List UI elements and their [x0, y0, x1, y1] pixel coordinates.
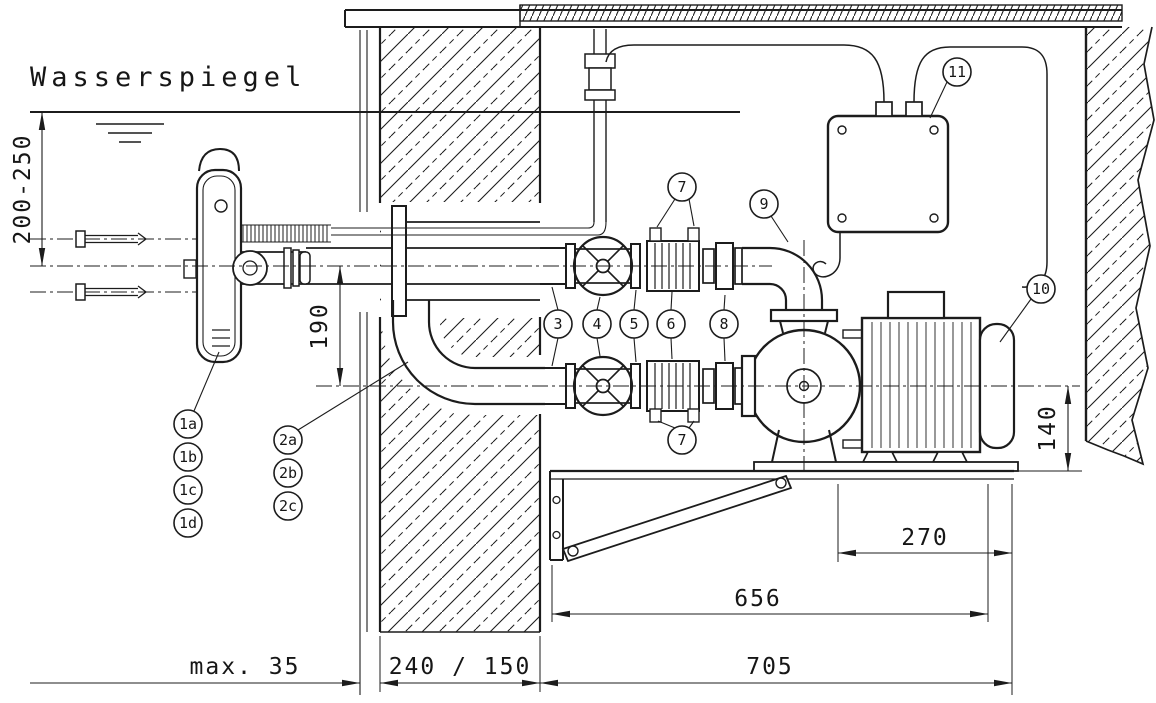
svg-text:10: 10 — [1032, 280, 1050, 298]
ceiling — [344, 4, 1123, 28]
clamp-lug — [649, 408, 662, 423]
callout-6: 6 — [656, 291, 686, 360]
svg-text:1a: 1a — [179, 415, 197, 433]
centerlines — [30, 240, 1080, 472]
dimensions: 200-250 190 140 270 — [10, 112, 1082, 695]
callout-2b: 2b — [273, 458, 303, 488]
svg-text:7: 7 — [677, 178, 686, 196]
svg-text:2a: 2a — [279, 431, 297, 449]
base-console — [549, 469, 1014, 563]
svg-text:2c: 2c — [279, 497, 297, 515]
base-plate — [753, 461, 1019, 472]
dim-text-200-250: 200-250 — [10, 134, 36, 245]
cable-pigtail — [812, 232, 841, 278]
svg-text:7: 7 — [677, 431, 686, 449]
switch-knob — [214, 199, 228, 213]
pressure-pipe-run — [540, 227, 839, 323]
callout-1d: 1d — [173, 508, 203, 538]
water-level: Wasserspiegel — [30, 62, 740, 143]
dim-text-705: 705 — [746, 654, 794, 680]
motor-foot — [931, 451, 969, 463]
svg-text:2b: 2b — [279, 464, 297, 482]
wall-conduit — [306, 205, 566, 317]
suction-elbow — [391, 300, 545, 406]
terminal-box — [886, 290, 946, 320]
svg-text:5: 5 — [629, 315, 638, 333]
water-level-label: Wasserspiegel — [30, 62, 306, 93]
svg-text:1b: 1b — [179, 448, 197, 466]
callout-2c: 2c — [273, 491, 303, 521]
clamp-lug — [687, 227, 700, 242]
callout-4: 4 — [582, 296, 612, 357]
callouts: 1a 1b 1c 1d 2a 2b 2c — [173, 57, 1056, 538]
motor-fins — [871, 322, 972, 448]
svg-text:6: 6 — [666, 315, 675, 333]
dim-jet-to-suction: 190 — [307, 266, 344, 386]
callout-1c: 1c — [173, 475, 203, 505]
right-wall — [1084, 26, 1155, 466]
pull-rope-coil — [241, 224, 331, 243]
dim-text-270: 270 — [901, 525, 949, 551]
callout-1a: 1a — [173, 351, 220, 439]
diagonal-strut — [561, 474, 793, 563]
discharge-elbow — [742, 246, 839, 323]
motor — [753, 290, 1019, 472]
dim-motor-clearance: 270 — [837, 484, 1013, 695]
dim-room-depth: 705 — [539, 636, 1012, 692]
pool-wall — [359, 27, 552, 695]
dim-text-656: 656 — [734, 586, 782, 612]
suction-pipe-run — [540, 355, 743, 423]
dim-base-length: 656 — [551, 484, 989, 622]
svg-text:3: 3 — [553, 315, 562, 333]
motor-body — [860, 316, 982, 454]
svg-text:1d: 1d — [179, 514, 197, 532]
clamp-lug — [649, 227, 662, 242]
junction-box — [605, 44, 1048, 288]
dim-water-to-jet: 200-250 — [10, 112, 46, 266]
flex-coupling-lower — [646, 360, 700, 423]
svg-text:9: 9 — [759, 195, 768, 213]
control-box — [826, 114, 950, 234]
water-surface-icon — [96, 123, 164, 143]
dim-text-140: 140 — [1035, 404, 1061, 452]
svg-text:11: 11 — [948, 63, 966, 81]
anchor-bolts — [30, 230, 198, 301]
pump — [740, 320, 862, 463]
dim-pump-axis-height: 140 — [1016, 386, 1082, 472]
control-cable — [605, 44, 885, 103]
flex-coupling-upper — [646, 227, 700, 292]
callout-11: 11 — [929, 57, 972, 119]
svg-text:1c: 1c — [179, 481, 197, 499]
cable-gland — [905, 101, 923, 117]
dim-text-240-150: 240 / 150 — [389, 654, 532, 680]
callout-5: 5 — [619, 289, 649, 363]
dim-wall-thickness: 240 / 150 — [379, 636, 540, 692]
callout-10: 10 — [999, 274, 1056, 343]
svg-text:4: 4 — [592, 315, 601, 333]
motor-foot — [861, 451, 899, 463]
dim-pool-wall-max: max. 35 — [30, 654, 360, 687]
dim-text-190: 190 — [307, 302, 333, 350]
callout-3: 3 — [543, 286, 573, 367]
callout-7-top: 7 — [656, 172, 697, 228]
dim-text-max-35: max. 35 — [190, 654, 301, 680]
callout-7-bottom: 7 — [657, 420, 697, 455]
callout-9: 9 — [749, 189, 789, 243]
callout-1b: 1b — [173, 442, 203, 472]
callout-2a: 2a — [273, 361, 409, 455]
callout-8: 8 — [709, 294, 739, 362]
clamp-lug — [687, 408, 700, 423]
svg-text:8: 8 — [719, 315, 728, 333]
jet-nozzle — [232, 247, 311, 289]
cable-gland — [875, 101, 893, 117]
hose-union-fitting — [584, 53, 616, 69]
